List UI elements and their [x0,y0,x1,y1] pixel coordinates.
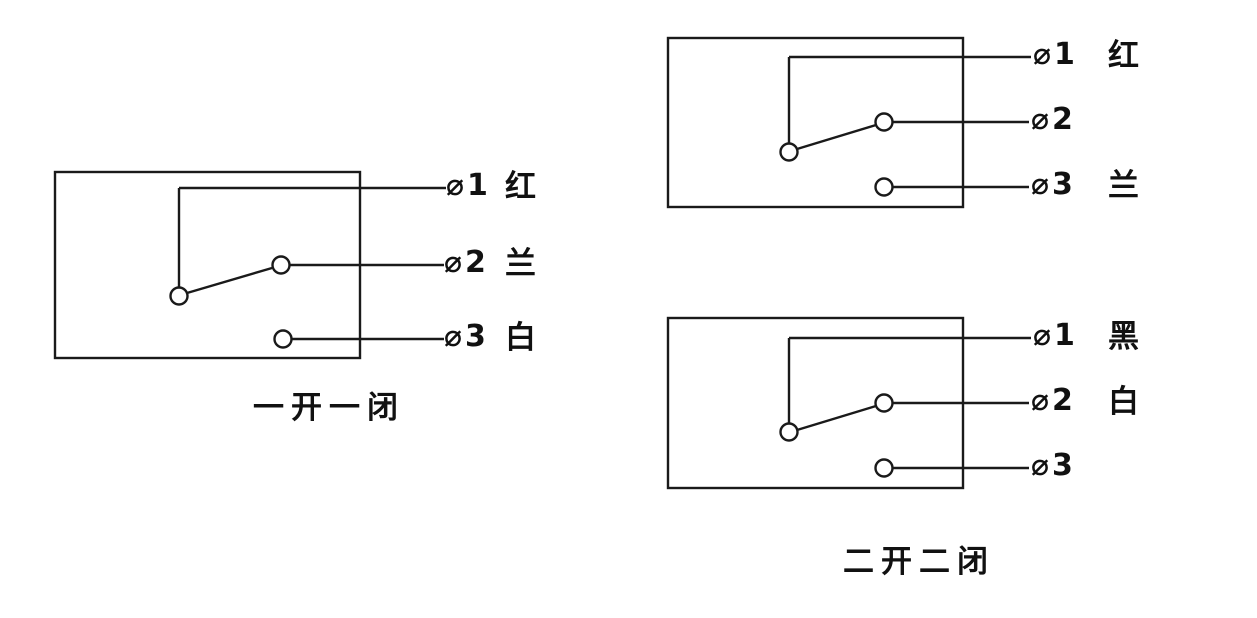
terminal-3-label: ⌀3 [1031,167,1076,202]
switch-lever [796,404,877,432]
terminal-1-label: ⌀1 [1033,318,1078,353]
diagram-caption-single: 一开一闭 [253,390,405,426]
terminal-3-contact [874,458,894,478]
diagram-caption-double: 二开二闭 [843,544,995,580]
terminal-3-contact [874,177,894,197]
terminal-2-label: ⌀2 [444,245,489,280]
terminal-1-label: ⌀1 [446,168,491,203]
terminal-2-label: ⌀2 [1031,383,1076,418]
switch-diagram-double-bottom [666,316,1031,490]
terminal-1-color-label: 红 [505,169,536,205]
terminal-2-label: ⌀2 [1031,102,1076,137]
switch-lever [186,266,273,295]
terminal-2-contact [874,112,894,132]
terminal-3-contact [273,329,293,349]
terminal-3-color-label: 白 [505,320,536,356]
terminal-3-color-label: 兰 [1108,168,1139,204]
pivot-contact [779,142,799,162]
terminal-2-contact [874,393,894,413]
terminal-2-color-label: 兰 [505,246,536,282]
pivot-contact [169,286,189,306]
pivot-contact [779,422,799,442]
switch-diagram-double-top [666,36,1031,209]
terminal-1-color-label: 黑 [1108,319,1139,355]
switch-lever [796,123,877,151]
terminal-2-color-label: 白 [1108,384,1139,420]
terminal-1-label: ⌀1 [1033,37,1078,72]
switch-diagram-single [53,170,446,360]
terminal-3-label: ⌀3 [444,319,489,354]
terminal-2-contact [271,255,291,275]
terminal-3-label: ⌀3 [1031,448,1076,483]
terminal-1-color-label: 红 [1108,38,1139,74]
